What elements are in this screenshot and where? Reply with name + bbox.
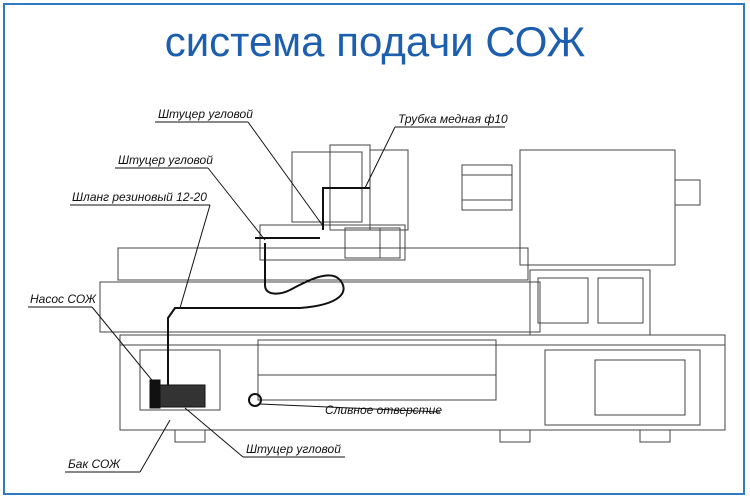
copper-tube — [322, 187, 370, 230]
pump — [149, 379, 206, 409]
cabinet-unit — [594, 359, 686, 416]
bed-top — [117, 247, 529, 281]
leader-lines — [28, 121, 505, 473]
coolant-plumbing — [167, 187, 370, 385]
label-drain-hole: Сливное отверстие — [325, 403, 442, 417]
drain-hole — [248, 393, 262, 407]
label-fitting-bottom: Штуцер угловой — [246, 442, 341, 456]
tank-cabinet — [139, 349, 221, 411]
label-fitting-mid: Штуцер угловой — [118, 153, 213, 167]
headstock-cabinet — [529, 269, 651, 336]
diagram-title: система подачи СОЖ — [164, 18, 586, 65]
chip-tray — [257, 339, 497, 401]
bed-front — [99, 281, 541, 333]
label-tank: Бак СОЖ — [68, 457, 121, 471]
rubber-hose — [167, 243, 345, 385]
label-fitting-top: Штуцер угловой — [158, 107, 253, 121]
carriage — [259, 224, 406, 261]
machine-base — [119, 334, 726, 431]
electrical-cabinet — [544, 349, 701, 426]
label-copper-tube: Трубка медная ф10 — [398, 112, 508, 126]
blue-frame — [3, 3, 745, 495]
label-rubber-hose: Шланг резиновый 12-20 — [72, 190, 207, 204]
headstock — [519, 149, 676, 266]
machine-outline — [99, 144, 726, 443]
chuck — [461, 164, 513, 211]
label-pump: Насос СОЖ — [30, 292, 97, 306]
